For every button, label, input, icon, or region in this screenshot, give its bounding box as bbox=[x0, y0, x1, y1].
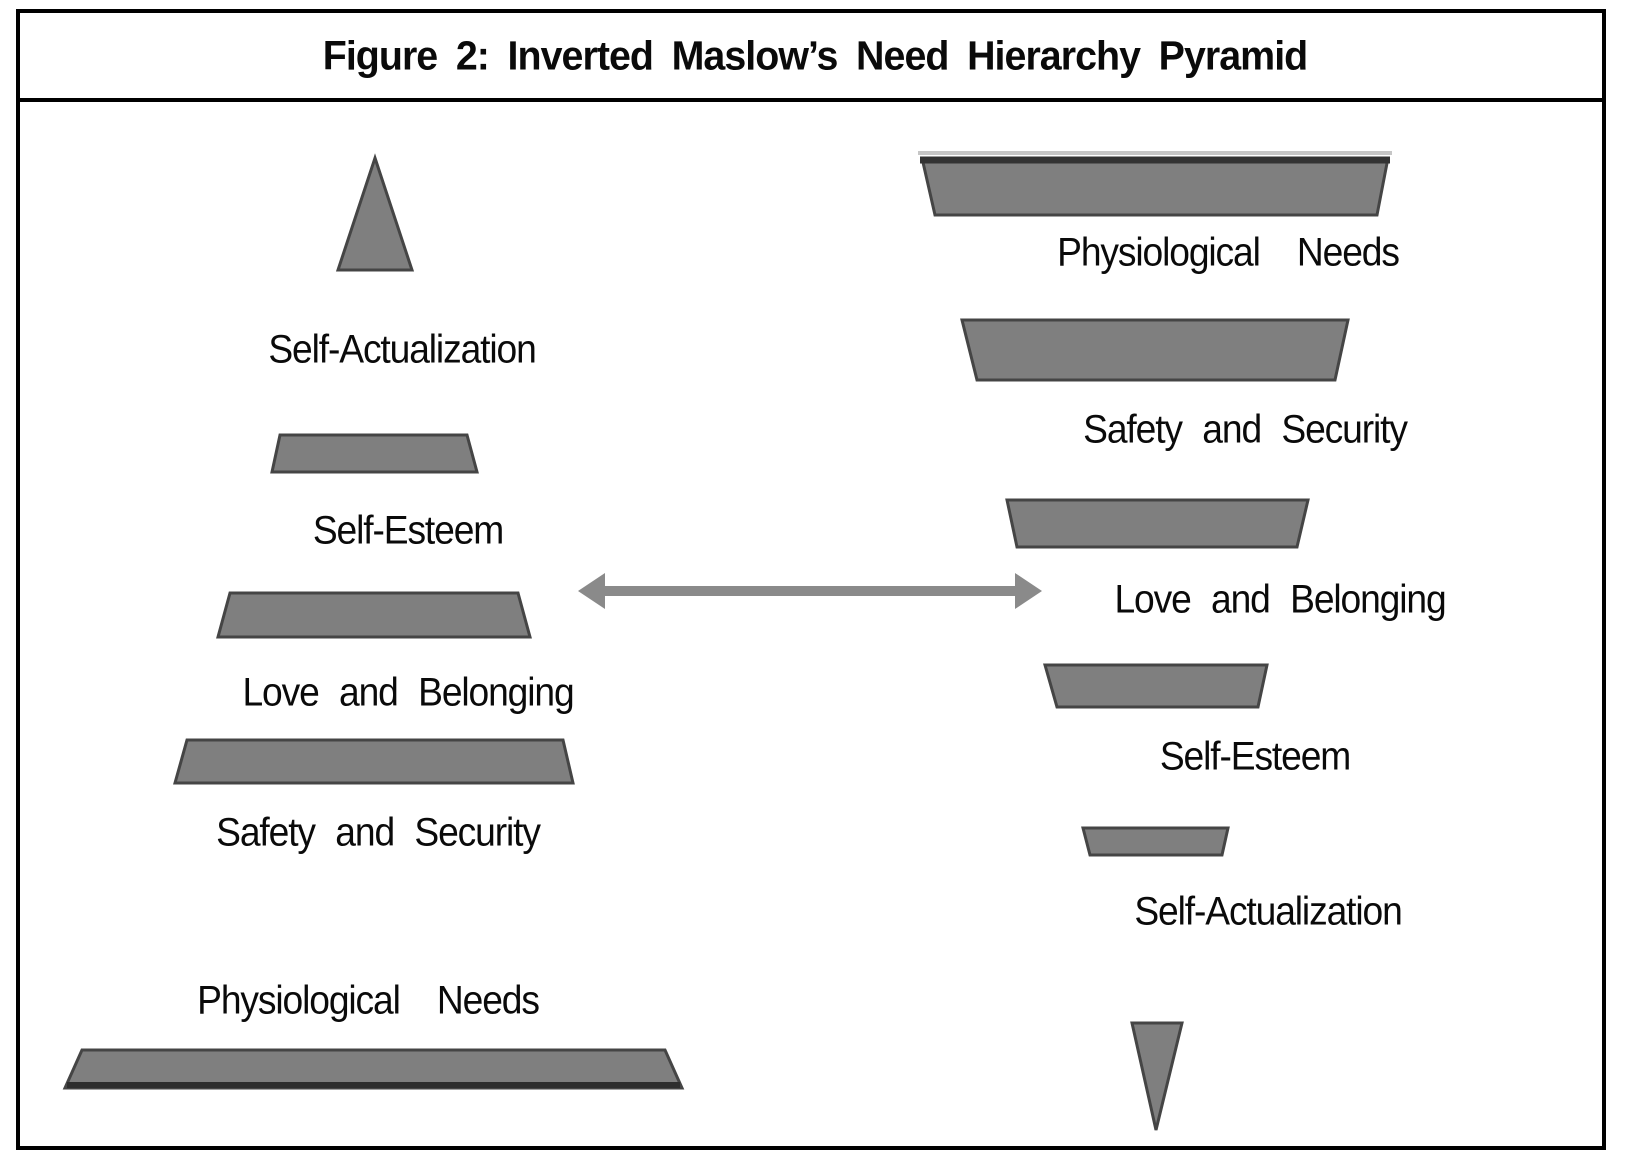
left-pyramid-tier-2-shape bbox=[270, 433, 479, 474]
left-label-love-and-belonging: Love and Belonging bbox=[242, 670, 574, 715]
title-separator-line bbox=[16, 98, 1606, 102]
figure-title: Figure 2: Inverted Maslow’s Need Hierarc… bbox=[322, 32, 1309, 78]
right-pyramid-apex-triangle bbox=[1130, 1021, 1184, 1131]
right-pyramid-tier-3-shape bbox=[1005, 498, 1310, 549]
left-label-self-esteem: Self-Esteem bbox=[312, 508, 504, 553]
right-pyramid-tier-4-shape bbox=[1043, 663, 1269, 709]
left-label-safety-and-security: Safety and Security bbox=[216, 810, 541, 855]
left-right-arrow-icon bbox=[578, 573, 1042, 609]
right-pyramid-tier-1-shape bbox=[920, 156, 1390, 217]
left-pyramid bbox=[62, 153, 685, 1090]
right-label-self-actualization: Self-Actualization bbox=[1134, 889, 1402, 934]
left-pyramid-tier-3-shape bbox=[216, 591, 532, 639]
left-pyramid-tier-5-shape bbox=[62, 1048, 685, 1090]
left-label-self-actualization: Self-Actualization bbox=[268, 327, 536, 372]
left-label-physiological-needs: Physiological Needs bbox=[197, 978, 540, 1023]
right-label-physiological-needs: Physiological Needs bbox=[1057, 230, 1400, 275]
right-pyramid-tier-5-shape bbox=[1081, 826, 1230, 857]
title-band: Figure 2: Inverted Maslow’s Need Hierarc… bbox=[20, 13, 1610, 98]
left-pyramid-tier-4-shape bbox=[173, 738, 575, 785]
right-pyramid bbox=[918, 151, 1392, 1131]
left-pyramid-apex-triangle bbox=[335, 153, 415, 272]
right-label-safety-and-security: Safety and Security bbox=[1083, 407, 1408, 452]
right-label-love-and-belonging: Love and Belonging bbox=[1114, 577, 1446, 622]
right-pyramid-tier-2-shape bbox=[960, 318, 1350, 382]
right-label-self-esteem: Self-Esteem bbox=[1159, 734, 1351, 779]
figure-border bbox=[16, 9, 1606, 1150]
